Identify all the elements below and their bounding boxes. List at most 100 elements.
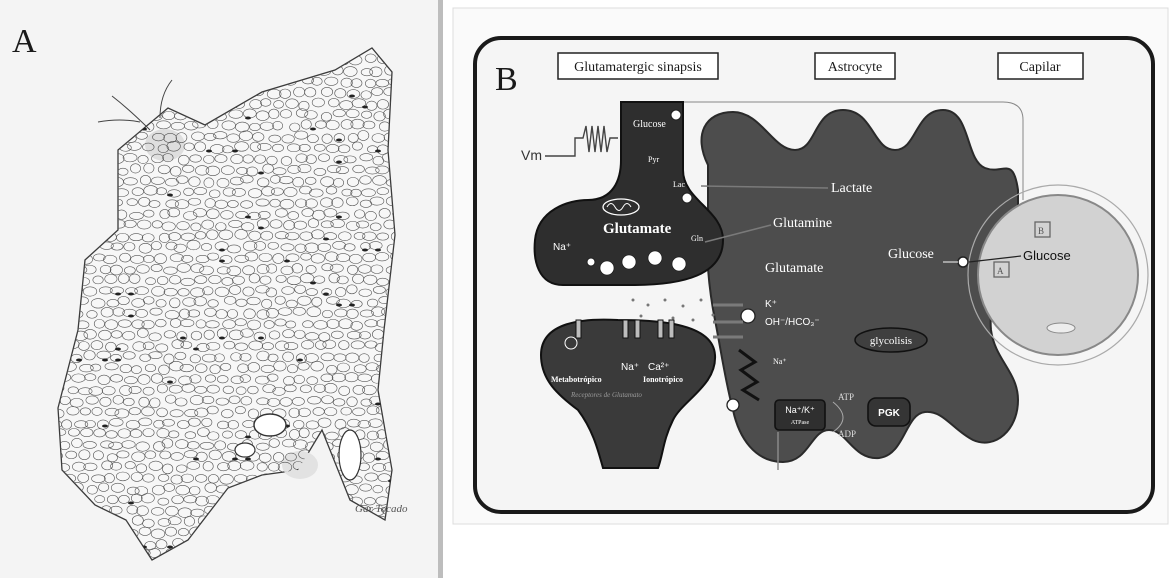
cell-outline [63, 230, 76, 239]
cell-outline [62, 175, 73, 184]
cell-outline [94, 144, 105, 152]
cell-outline [77, 497, 89, 507]
cell-nucleus [219, 106, 225, 109]
cell-outline [160, 563, 171, 571]
neuron-na-label: Na⁺ [553, 242, 571, 253]
cell-outline [217, 87, 228, 95]
cell-outline [72, 112, 83, 121]
cell-outline [310, 57, 324, 65]
cell-outline [191, 87, 201, 95]
cell-outline [144, 99, 157, 108]
cell-outline [67, 275, 79, 283]
cell-outline [44, 506, 57, 516]
cell-outline [46, 289, 56, 297]
cell-outline [93, 78, 105, 87]
cell-outline [392, 187, 403, 196]
cell-outline [301, 539, 312, 547]
cell-outline [176, 87, 186, 96]
cell-outline [130, 100, 142, 109]
cell-outline [387, 562, 401, 572]
cell-outline [315, 561, 325, 571]
cell-outline [84, 197, 96, 206]
cell-outline [47, 112, 60, 121]
cell-outline [306, 549, 320, 558]
cell-outline [390, 99, 401, 107]
cell-outline [72, 528, 82, 535]
cell-outline [83, 112, 97, 120]
cell-outline [391, 120, 404, 129]
cell-outline [207, 560, 219, 569]
cell-outline [109, 550, 123, 558]
cell-outline [173, 562, 183, 569]
cell-outline [105, 562, 116, 569]
cell-outline [53, 363, 63, 372]
cell-outline [67, 80, 79, 88]
cell-outline [70, 509, 83, 517]
cell-nucleus [115, 348, 121, 351]
cell-outline [191, 111, 202, 119]
cell-outline [196, 563, 207, 572]
cell-nucleus [245, 458, 251, 461]
cell-outline [92, 100, 103, 110]
cell-nucleus [232, 458, 238, 461]
cell-outline [293, 530, 307, 539]
cell-outline [279, 507, 292, 514]
cell-nucleus [388, 546, 394, 549]
cell-outline [323, 519, 336, 529]
cell-outline [206, 67, 217, 76]
cell-outline [352, 516, 363, 525]
astrocyte-lactate-label: Lactate [831, 181, 872, 196]
cell-nucleus [89, 216, 95, 219]
cell-outline [137, 88, 149, 96]
cell-outline [267, 506, 278, 514]
cell-nucleus [180, 337, 186, 340]
cell-nucleus [193, 458, 199, 461]
astrocyte-transporter-1 [741, 309, 755, 323]
cell-outline [59, 527, 69, 535]
astrocyte-glucose-label: Glucose [888, 247, 934, 262]
cell-outline [173, 98, 183, 107]
cell-nucleus [258, 227, 264, 230]
cell-outline [310, 519, 324, 526]
cell-outline [99, 66, 111, 75]
cell-outline [80, 78, 90, 86]
cell-outline [74, 178, 86, 185]
cell-nucleus [63, 95, 69, 98]
cell-nucleus [349, 304, 355, 307]
cell-outline [331, 528, 341, 538]
cell-outline [307, 505, 319, 514]
cell-outline [183, 79, 195, 86]
cell-outline [291, 484, 303, 492]
cell-outline [64, 167, 74, 176]
atp-label: ATP [838, 392, 854, 402]
cell-outline [46, 221, 60, 229]
cell-outline [185, 57, 196, 65]
cell-outline [299, 496, 313, 506]
cell-outline [229, 87, 241, 96]
cell-outline [308, 485, 321, 493]
cell-outline [390, 451, 401, 461]
cell-nucleus [349, 95, 355, 98]
cell-nucleus [63, 326, 69, 329]
cell-outline [364, 519, 375, 526]
network-hole-1 [254, 414, 286, 436]
receptor-ca-label: Ca²⁺ [648, 362, 669, 373]
cell-outline [103, 164, 116, 172]
cell-outline [310, 494, 323, 501]
cell-outline [242, 553, 255, 561]
cell-nucleus [284, 73, 290, 76]
cell-nucleus [115, 293, 121, 296]
cell-outline [289, 542, 301, 550]
cell-outline [80, 560, 93, 569]
cell-outline [63, 494, 77, 504]
cell-outline [65, 210, 76, 217]
cell-nucleus [323, 293, 329, 296]
cell-outline [305, 67, 316, 75]
cell-outline [260, 80, 272, 87]
cell-outline [84, 506, 96, 514]
cell-outline [101, 133, 111, 141]
cell-outline [60, 67, 71, 77]
cell-nucleus [76, 282, 82, 285]
cell-outline [247, 494, 259, 504]
cell-outline [48, 310, 60, 319]
